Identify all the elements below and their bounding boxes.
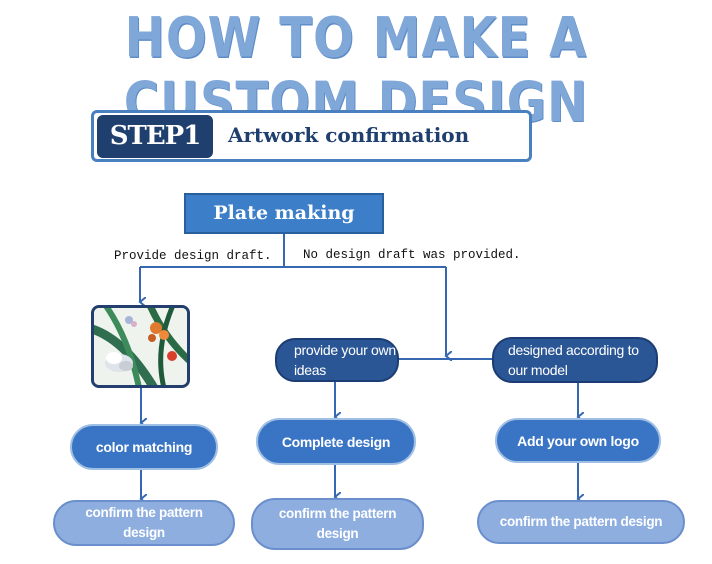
step-title: Artwork confirmation bbox=[228, 123, 470, 147]
confirm-left-node: confirm the pattern design bbox=[53, 500, 235, 546]
page-title: HOW TO MAKE A CUSTOM DESIGN bbox=[123, 6, 589, 135]
complete-design-node: Complete design bbox=[256, 418, 416, 465]
floral-pattern-image bbox=[91, 305, 190, 388]
own-ideas-node: provide your own ideas bbox=[275, 338, 399, 382]
branch-label-not-provided: No design draft was provided. bbox=[303, 248, 521, 262]
designed-model-node: designed according to our model bbox=[492, 337, 658, 383]
add-logo-node: Add your own logo bbox=[495, 418, 661, 463]
color-matching-node: color matching bbox=[70, 424, 218, 470]
confirm-mid-node: confirm the pattern design bbox=[251, 498, 424, 550]
plate-making-box: Plate making bbox=[184, 193, 384, 234]
step-badge: STEP1 bbox=[97, 115, 213, 158]
branch-label-provided: Provide design draft. bbox=[114, 249, 272, 263]
confirm-right-node: confirm the pattern design bbox=[477, 500, 685, 544]
